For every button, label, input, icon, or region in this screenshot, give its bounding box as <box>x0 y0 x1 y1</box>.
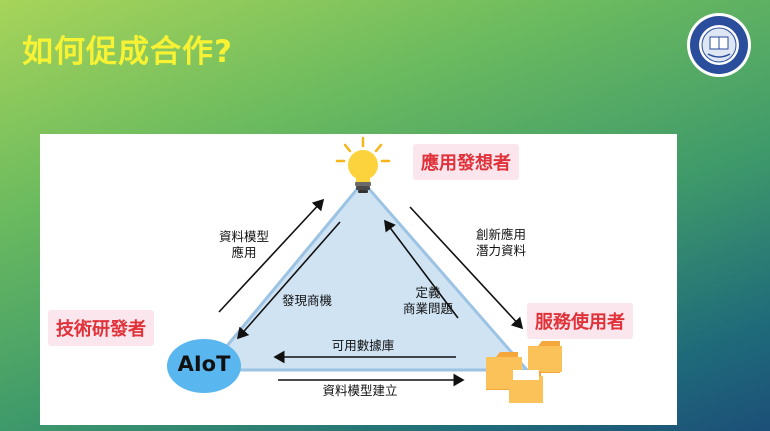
flow-right-outer-label: 創新應用 潛力資料 <box>466 227 536 259</box>
role-label-top: 應用發想者 <box>413 144 519 180</box>
flow-right-inner-label: 定義 商業問題 <box>395 285 461 317</box>
flow-bottom-outer-label: 資料模型建立 <box>322 383 398 398</box>
flow-left-outer-label: 資料模型 應用 <box>212 229 276 261</box>
flow-left-inner-label: 發現商機 <box>281 293 332 308</box>
role-label-left: 技術研發者 <box>48 310 154 346</box>
lightbulb-icon <box>335 136 391 193</box>
aiot-node <box>167 339 241 393</box>
arrow-right-inner <box>384 219 459 319</box>
flow-right-inner-line-1: 定義 <box>415 285 441 300</box>
folders-icon <box>486 341 562 403</box>
collaboration-triangle <box>205 180 529 372</box>
aiot-label: AIoT <box>177 352 231 376</box>
arrow-left-inner <box>236 221 341 340</box>
flow-right-outer-line-2: 潛力資料 <box>475 243 526 258</box>
flow-right-inner-line-2: 商業問題 <box>402 301 453 316</box>
arrow-right-outer <box>409 206 524 330</box>
university-logo-icon <box>687 13 751 77</box>
role-label-right: 服務使用者 <box>527 303 633 339</box>
arrow-left-outer <box>218 198 325 313</box>
flow-left-outer-line-2: 應用 <box>231 245 257 260</box>
flow-bottom-inner-label: 可用數據庫 <box>331 338 395 353</box>
flow-left-outer-line-1: 資料模型 <box>218 229 269 244</box>
flow-right-outer-line-1: 創新應用 <box>475 227 526 242</box>
slide-title: 如何促成合作? <box>22 34 233 70</box>
